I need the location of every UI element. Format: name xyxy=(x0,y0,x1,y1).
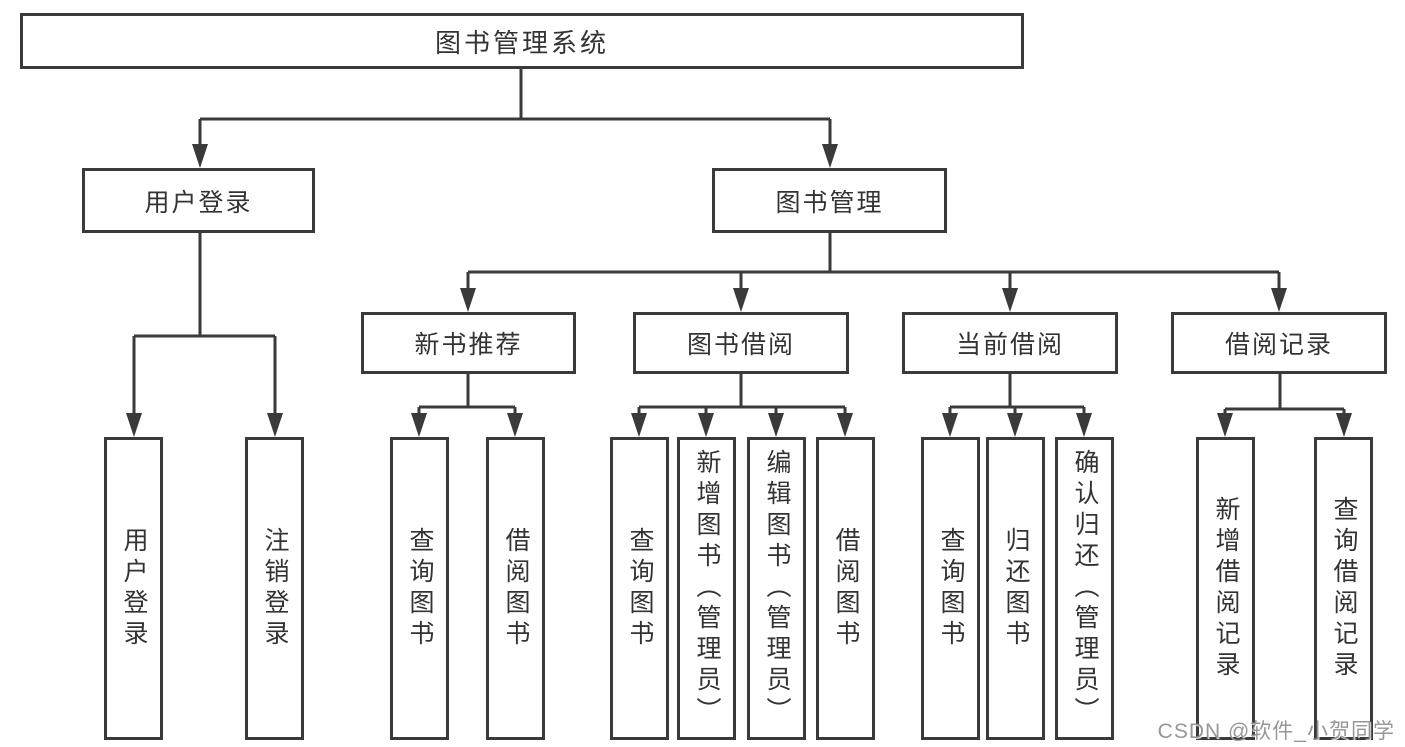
node-new-book-recommendation: 新书推荐 xyxy=(361,312,576,374)
leaf-query-borrow-record: 查询借阅记录 xyxy=(1314,437,1373,740)
leaf-borrow-books-recommend-label: 借阅图书 xyxy=(502,526,530,651)
node-book-management: 图书管理 xyxy=(712,168,947,233)
leaf-confirm-return-admin-label: 确认归还（管理员） xyxy=(1071,449,1099,728)
leaf-query-books-borrow-label: 查询图书 xyxy=(626,526,654,651)
leaf-return-books: 归还图书 xyxy=(986,437,1045,740)
leaf-query-books-current-label: 查询图书 xyxy=(937,526,965,651)
leaf-edit-books-admin-label: 编辑图书（管理员） xyxy=(763,449,791,728)
csdn-watermark: CSDN @软件_小贺同学 xyxy=(1157,720,1395,743)
leaf-query-books-borrow: 查询图书 xyxy=(610,437,669,740)
leaf-add-borrow-record: 新增借阅记录 xyxy=(1196,437,1255,740)
leaf-logout-login: 注销登录 xyxy=(245,437,304,740)
leaf-add-books-admin: 新增图书（管理员） xyxy=(677,437,736,740)
leaf-return-books-label: 归还图书 xyxy=(1002,526,1030,651)
leaf-borrow-books-recommend: 借阅图书 xyxy=(486,437,545,740)
leaf-logout-login-label: 注销登录 xyxy=(261,526,289,651)
node-book-borrowing-label: 图书借阅 xyxy=(686,331,795,359)
node-book-management-label: 图书管理 xyxy=(775,188,884,217)
leaf-borrow-books-label: 借阅图书 xyxy=(832,526,860,651)
leaf-borrow-books: 借阅图书 xyxy=(816,437,875,740)
leaf-user-login: 用户登录 xyxy=(104,437,163,740)
node-borrowing-records-label: 借阅记录 xyxy=(1224,331,1333,359)
node-current-borrowing: 当前借阅 xyxy=(902,312,1118,374)
node-library-management-system-label: 图书管理系统 xyxy=(434,27,609,58)
leaf-query-books-recommend: 查询图书 xyxy=(390,437,449,740)
node-new-book-recommendation-label: 新书推荐 xyxy=(414,331,523,359)
leaf-query-books-current: 查询图书 xyxy=(921,437,980,740)
leaf-edit-books-admin: 编辑图书（管理员） xyxy=(747,437,806,740)
node-user-login: 用户登录 xyxy=(82,168,315,233)
node-borrowing-records: 借阅记录 xyxy=(1171,312,1387,374)
node-user-login-label: 用户登录 xyxy=(144,188,253,217)
node-library-management-system: 图书管理系统 xyxy=(20,13,1024,69)
leaf-add-books-admin-label: 新增图书（管理员） xyxy=(693,449,721,728)
leaf-query-books-recommend-label: 查询图书 xyxy=(406,526,434,651)
leaf-user-login-label: 用户登录 xyxy=(120,526,148,651)
leaf-confirm-return-admin: 确认归还（管理员） xyxy=(1055,437,1114,740)
leaf-add-borrow-record-label: 新增借阅记录 xyxy=(1212,495,1240,682)
leaf-query-borrow-record-label: 查询借阅记录 xyxy=(1330,495,1358,682)
node-book-borrowing: 图书借阅 xyxy=(633,312,849,374)
node-current-borrowing-label: 当前借阅 xyxy=(955,331,1064,359)
